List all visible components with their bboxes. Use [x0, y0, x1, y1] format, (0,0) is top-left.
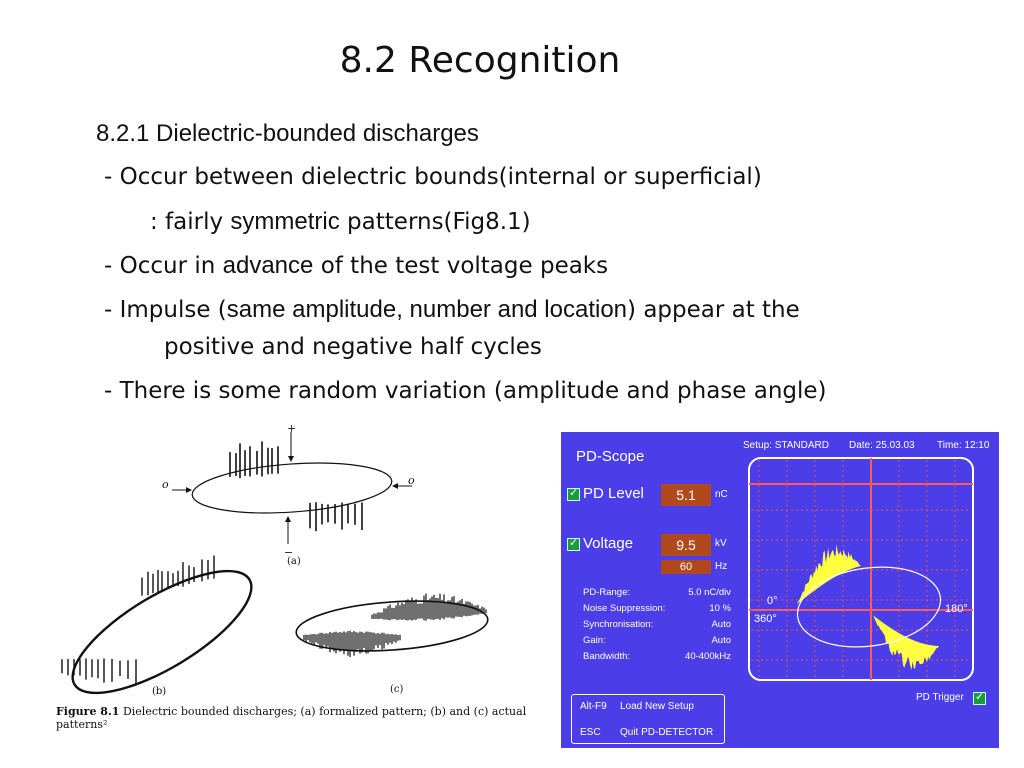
parameter-name: Bandwidth:: [583, 651, 631, 662]
label-o-right: o: [408, 474, 415, 487]
pd-pattern-negative: [873, 615, 939, 670]
figure-b-top-pulses: [141, 555, 215, 596]
parameter-name: PD-Range:: [583, 587, 630, 598]
voltage-unit: kV: [715, 538, 727, 549]
bullet-1: - Occur between dielectric bounds(intern…: [104, 164, 762, 190]
key-alt-f9-action: Load New Setup: [620, 701, 694, 712]
figure-a-ellipse: [191, 462, 393, 514]
figure-b-ellipse: [71, 569, 253, 695]
arrow-minus-head: [285, 516, 291, 522]
label-b: (b): [152, 686, 166, 697]
emphasis-advance: advance: [222, 252, 314, 279]
voltage-sine-ellipse: [796, 566, 942, 648]
key-esc[interactable]: ESC: [580, 727, 601, 738]
frequency-unit: Hz: [715, 561, 728, 572]
figure-c-top-noise: [371, 593, 487, 621]
figure-c-bottom-noise: [303, 630, 401, 658]
arrow-o-left-head: [186, 487, 192, 493]
pd-level-value: 5.1: [661, 484, 711, 506]
phase-360-label: 360°: [754, 613, 777, 625]
emphasis-symmetric: symmetric: [230, 208, 340, 235]
pd-level-checkbox[interactable]: [567, 486, 580, 501]
voltage-value: 9.5: [661, 534, 711, 556]
voltage-checkbox[interactable]: [567, 536, 580, 551]
pd-scope-screen: PD-Scope Setup: STANDARD Date: 25.03.03 …: [561, 432, 999, 748]
slide-title: 8.2 Recognition: [339, 40, 621, 81]
parameter-name: Noise Suppression:: [583, 603, 666, 614]
phase-180-label: 180°: [945, 603, 968, 615]
bullet-2: - Occur in advance of the test voltage p…: [104, 252, 609, 279]
parameter-value: 40-400kHz: [685, 651, 731, 662]
arrow-o-right-head: [392, 483, 398, 489]
parameter-name: Gain:: [583, 635, 606, 646]
pd-level-label: PD Level: [583, 485, 644, 502]
figure-b-actual: (b): [61, 555, 253, 697]
phase-0-label: 0°: [767, 595, 778, 607]
scope-title: PD-Scope: [576, 448, 645, 465]
bullet-4: - There is some random variation (amplit…: [104, 378, 827, 404]
key-hints-panel: Alt-F9 Load New Setup ESC Quit PD-DETECT…: [571, 694, 725, 744]
parameter-value: 10 %: [709, 603, 731, 614]
bullet-3-cont: positive and negative half cycles: [164, 334, 542, 360]
label-o-left: o: [162, 478, 169, 491]
scope-time: Time: 12:10: [937, 440, 990, 451]
parameter-value: 5.0 nC/div: [688, 587, 731, 598]
voltage-label: Voltage: [583, 535, 634, 552]
emphasis-impulse: same amplitude, number and location: [226, 296, 628, 323]
label-minus: −: [284, 546, 293, 559]
figure-c-actual: (c): [295, 593, 489, 695]
figure-a-bottom-pulses: [309, 502, 363, 532]
scope-setup: Setup: STANDARD: [743, 440, 829, 451]
figure-a-top-pulses: [229, 441, 279, 479]
key-alt-f9[interactable]: Alt-F9: [580, 701, 607, 712]
scope-date: Date: 25.03.03: [849, 440, 915, 451]
figure-b-bottom-pulses: [61, 658, 137, 684]
label-c: (c): [390, 684, 404, 695]
label-a: (a): [287, 556, 301, 567]
pd-trigger-label: PD Trigger: [916, 692, 964, 703]
section-heading: 8.2.1 Dielectric-bounded discharges: [96, 120, 479, 147]
figure-a-formalized: + − o o (a): [162, 422, 415, 567]
key-esc-action: Quit PD-DETECTOR: [620, 727, 714, 738]
frequency-value: 60: [661, 560, 711, 574]
bullet-3: - Impulse (same amplitude, number and lo…: [104, 296, 800, 323]
pd-level-unit: nC: [715, 489, 728, 500]
parameter-value: Auto: [711, 619, 731, 630]
pd-pattern-positive: [797, 544, 861, 604]
arrow-plus-head: [288, 456, 294, 462]
parameter-value: Auto: [711, 635, 731, 646]
bullet-1-sub: : fairly symmetric patterns(Fig8.1): [150, 208, 531, 235]
figure-c-ellipse: [295, 600, 489, 652]
parameter-name: Synchronisation:: [583, 619, 654, 630]
figure-8-1: + − o o (a) (b) (c): [61, 422, 489, 697]
figure-caption: Figure 8.1 Dielectric bounded discharges…: [56, 705, 527, 731]
plot-frame: [748, 457, 974, 681]
phase-resolved-plot: 0° 360° 180°: [748, 457, 974, 681]
label-plus: +: [287, 422, 296, 435]
pd-trigger-checkbox[interactable]: [973, 690, 986, 705]
